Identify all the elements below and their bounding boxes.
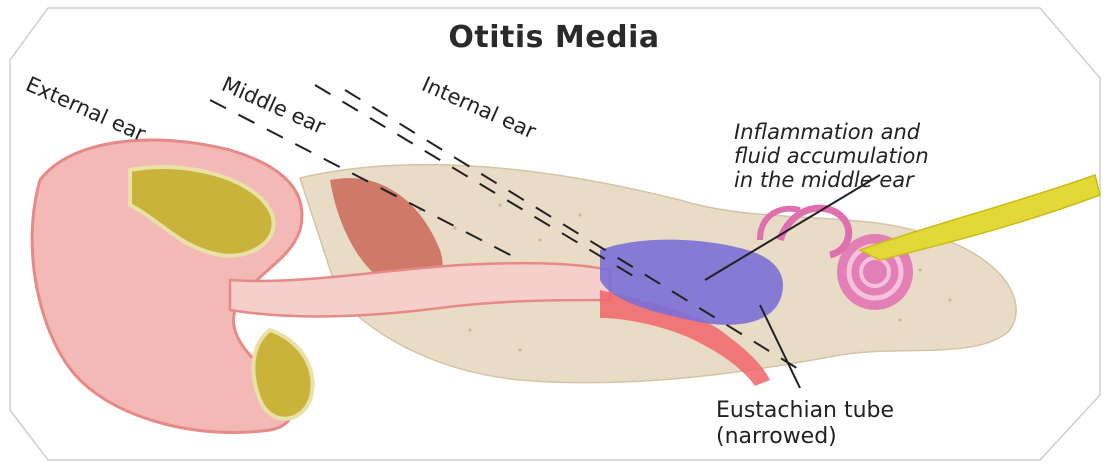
callout-eustachian-tube: Eustachian tube (narrowed) — [716, 398, 894, 450]
cartilage-lower — [253, 330, 312, 419]
callout-inflammation: Inflammation and fluid accumulation in t… — [734, 120, 929, 192]
callout-inflammation-line-3: in the middle ear — [734, 168, 929, 192]
callout-inflammation-line-1: Inflammation and — [734, 120, 929, 144]
diagram-title: Otitis Media — [0, 20, 1108, 55]
callout-eustachian-line-1: Eustachian tube — [716, 398, 894, 424]
callout-inflammation-line-2: fluid accumulation — [734, 144, 929, 168]
callout-eustachian-line-2: (narrowed) — [716, 424, 894, 450]
